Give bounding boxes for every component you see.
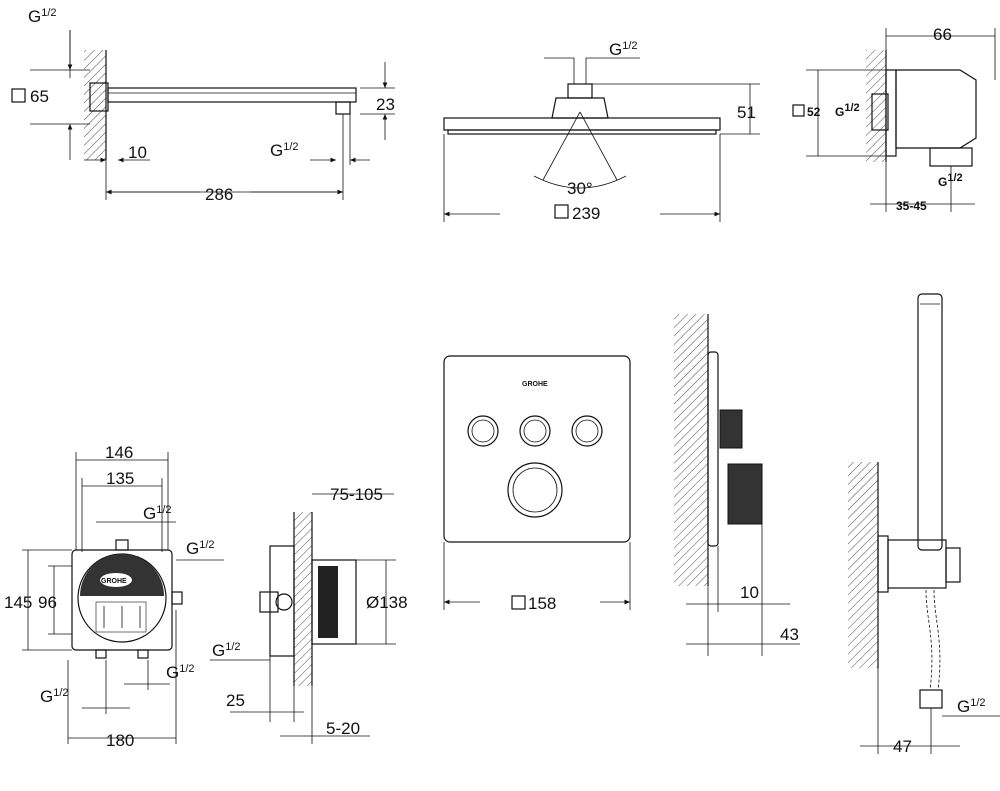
rough-in-housing <box>311 559 357 645</box>
rough-in-logo: GROHE <box>101 578 127 585</box>
ball-joint <box>551 97 609 119</box>
dim-g-bottom: G1/2 <box>270 141 299 160</box>
dim-rf-g-bl: G1/2 <box>40 687 69 706</box>
dim-25: 25 <box>226 691 245 710</box>
dim-square65: 65 <box>30 87 49 106</box>
dim-135: 135 <box>106 469 134 488</box>
rough-in-front-view: GROHE 146 135 G1/2 G1/2 145 96 G1/2 <box>4 443 224 750</box>
shower-arm-view: 65 G1/2 23 10 G1/2 286 <box>11 7 395 204</box>
dim-66: 66 <box>933 25 952 44</box>
dim-hs-g: G1/2 <box>957 697 986 716</box>
wall-outlet-body <box>895 69 977 149</box>
dim-239: 239 <box>572 204 600 223</box>
trim-plate-side <box>707 351 719 547</box>
dim-51: 51 <box>737 103 756 122</box>
shower-arm <box>107 87 357 103</box>
dim-23: 23 <box>376 95 395 114</box>
dim-180: 180 <box>106 731 134 750</box>
dim-96: 96 <box>38 593 57 612</box>
button-3 <box>571 415 603 447</box>
dim-rs-g: G1/2 <box>212 641 241 660</box>
button-side <box>719 409 743 449</box>
dim-145: 145 <box>4 593 32 612</box>
dim-rf-g-top: G1/2 <box>143 504 172 523</box>
button-1 <box>467 415 499 447</box>
head-shower-view: G1/2 51 30° 239 <box>443 40 760 223</box>
arm-outlet <box>335 101 351 115</box>
dim-wo-g-bottom: G1/2 <box>938 172 963 189</box>
trim-plate <box>443 355 631 543</box>
dim-trim-10: 10 <box>740 583 759 602</box>
head-shower-plate <box>443 117 721 131</box>
hose-nut <box>919 689 943 709</box>
dim-138: Ø138 <box>366 593 408 612</box>
dim-rf-g-br: G1/2 <box>166 663 195 682</box>
square-symbol <box>11 88 26 103</box>
dim-75-105: 75-105 <box>330 485 383 504</box>
dim-47: 47 <box>893 737 912 756</box>
button-2 <box>519 415 551 447</box>
dim-head-g: G1/2 <box>609 40 638 59</box>
dim-158: 158 <box>528 594 556 613</box>
dim-35-45: 35-45 <box>896 199 927 213</box>
dim-rf-g-right: G1/2 <box>186 539 215 558</box>
dim-wo-g-side: G1/2 <box>835 102 860 119</box>
holder-plate <box>877 535 889 593</box>
hose-connector <box>929 147 973 167</box>
trim-logo: GROHE <box>522 381 548 388</box>
hand-shower <box>917 293 943 551</box>
dim-52: 52 <box>807 105 821 119</box>
dim-286: 286 <box>205 185 233 204</box>
thermostat-knob <box>507 462 563 518</box>
rough-in-side-view: 75-105 Ø138 G1/2 25 5-20 <box>210 485 408 744</box>
dim-10: 10 <box>128 143 147 162</box>
knob-side <box>727 463 763 525</box>
rough-in-body-side <box>269 545 295 657</box>
dim-angle: 30° <box>567 179 593 198</box>
wall-hatch <box>84 50 106 160</box>
trim-side-view: 10 43 <box>674 314 800 656</box>
dim-43: 43 <box>780 625 799 644</box>
holder-body <box>887 539 947 589</box>
dim-g-top: G1/2 <box>28 7 57 26</box>
head-connector <box>567 83 593 99</box>
wall-outlet-view: 66 52 G1/2 G1/2 35-45 <box>792 25 996 213</box>
dim-5-20: 5-20 <box>326 719 360 738</box>
hand-shower-view: G1/2 47 <box>848 293 1000 756</box>
dim-146: 146 <box>105 443 133 462</box>
trim-front-view: GROHE 158 <box>443 355 631 613</box>
